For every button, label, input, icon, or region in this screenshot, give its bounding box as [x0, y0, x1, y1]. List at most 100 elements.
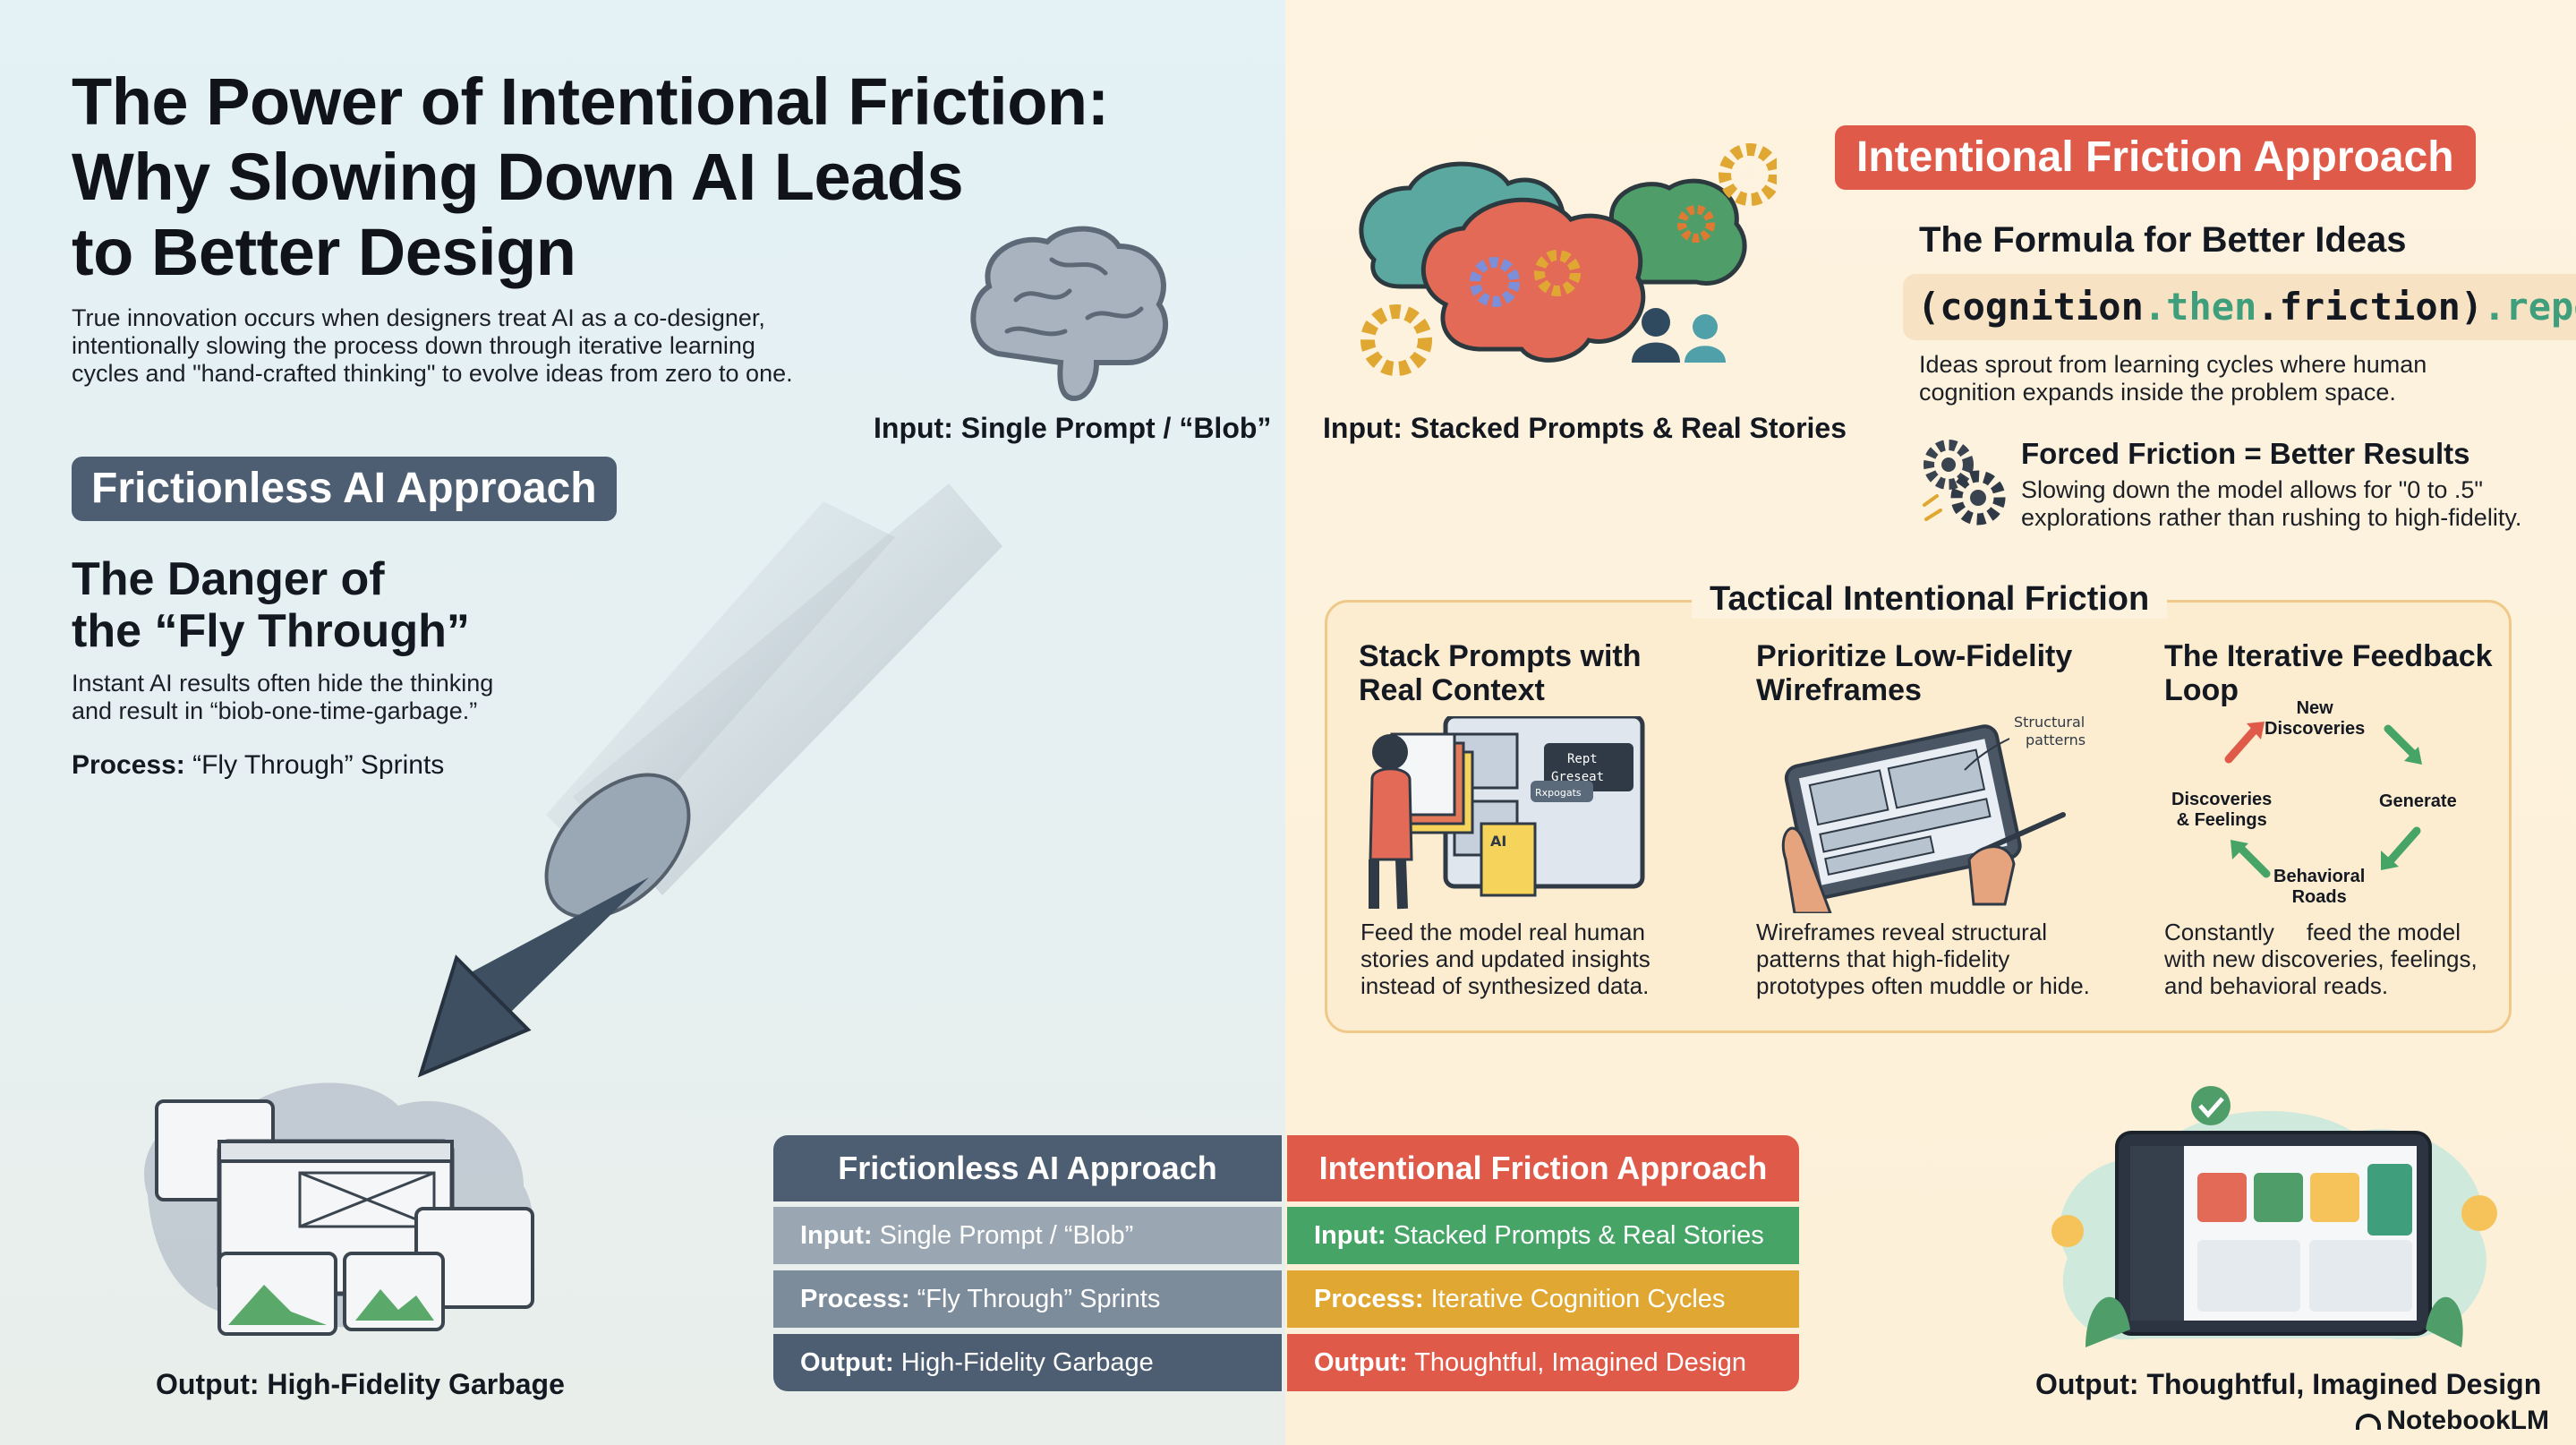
stack-prompts-heading: Stack Prompts with Real Context: [1359, 639, 1735, 707]
feedback-loop-arrows: [2224, 722, 2422, 878]
arrow-head-icon: [2247, 722, 2265, 740]
loop-label-bottom: Behavioral Roads: [2273, 867, 2365, 908]
low-fidelity-description: Wireframes reveal structural patterns th…: [1756, 919, 2150, 999]
table-header-frictionless: Frictionless AI Approach: [773, 1135, 1282, 1201]
intentional-badge: Intentional Friction Approach: [1835, 125, 2476, 190]
formula-description: Ideas sprout from learning cycles where …: [1919, 351, 2492, 406]
stack-prompts-description: Feed the model real human stories and up…: [1361, 919, 1736, 999]
cell-label: Output:: [800, 1348, 894, 1377]
fly-through-arrow-icon: [417, 483, 1002, 1078]
structural-label: Structural: [2014, 714, 2085, 731]
title-line: to Better Design: [72, 215, 576, 289]
feedback-loop-heading: The Iterative Feedback Loop: [2164, 639, 2504, 707]
prompt-art-label: Rept: [1567, 752, 1598, 766]
heading-line: Prioritize Low-Fidelity: [1756, 639, 2073, 673]
loop-line: Roads: [2291, 887, 2347, 907]
heading-line: the “Fly Through”: [72, 605, 470, 657]
process-line: Process: “Fly Through” Sprints: [72, 750, 444, 781]
garbage-wireframes-icon: [144, 1082, 534, 1336]
desc-line: prototypes often muddle or hide.: [1756, 972, 2090, 999]
table-cell-intentional-output: Output: Thoughtful, Imagined Design: [1287, 1334, 1799, 1391]
desc-line: with new discoveries, feelings,: [2164, 945, 2478, 972]
page-title: The Power of Intentional Friction: Why S…: [72, 64, 1217, 290]
forced-friction-description: Slowing down the model allows for "0 to …: [2021, 476, 2522, 532]
frictionless-output-caption: Output: High-Fidelity Garbage: [156, 1368, 565, 1400]
gears-icon: [1923, 440, 2006, 526]
process-label: Process:: [72, 750, 185, 780]
desc-line: patterns that high-fidelity: [1756, 945, 2010, 972]
frictionless-input-caption: Input: Single Prompt / “Blob”: [874, 412, 1272, 444]
desc-line: Slowing down the model allows for "0 to …: [2021, 476, 2483, 503]
prompt-art-label: Rxpogats: [1535, 787, 1582, 799]
desc-line: and result in “biob-one-time-garbage.”: [72, 697, 478, 724]
arrow-head-icon: [2404, 747, 2422, 765]
danger-heading: The Danger of the “Fly Through”: [72, 553, 698, 657]
intro-line: True innovation occurs when designers tr…: [72, 304, 765, 331]
heading-line: The Danger of: [72, 553, 385, 605]
cell-value: Single Prompt / “Blob”: [872, 1221, 1134, 1250]
loop-label-left: Discoveries & Feelings: [2171, 790, 2272, 831]
cell-label: Output:: [1314, 1348, 1408, 1377]
cell-value: Stacked Prompts & Real Stories: [1386, 1221, 1764, 1250]
desc-line: stories and updated insights: [1361, 945, 1651, 972]
structural-label: patterns: [2026, 731, 2086, 748]
title-line: The Power of Intentional Friction:: [72, 64, 1109, 139]
heading-line: Real Context: [1359, 673, 1545, 707]
formula-part: .repeat: [2483, 285, 2576, 329]
prompt-art-label: AI: [1490, 833, 1506, 850]
frictionless-badge: Frictionless AI Approach: [72, 457, 617, 521]
table-cell-frictionless-input: Input: Single Prompt / “Blob”: [773, 1207, 1282, 1264]
table-cell-intentional-process: Process: Iterative Cognition Cycles: [1287, 1270, 1799, 1328]
desc-line: cognition expands inside the problem spa…: [1919, 379, 2396, 406]
loop-line: Discoveries: [2171, 790, 2273, 809]
tablet-wireframe-illustration: Structural patterns: [1781, 714, 2086, 913]
loop-label-top: New Discoveries: [2265, 698, 2365, 740]
formula-code: (cognition.then.friction).repeat: [1903, 274, 2576, 340]
heading-line: Wireframes: [1756, 673, 1922, 707]
comparison-table: Frictionless AI Approach Intentional Fri…: [773, 1135, 1799, 1391]
intentional-input-caption: Input: Stacked Prompts & Real Stories: [1323, 412, 1847, 444]
table-cell-intentional-input: Input: Stacked Prompts & Real Stories: [1287, 1207, 1799, 1264]
table-header-intentional: Intentional Friction Approach: [1287, 1135, 1799, 1201]
thoughtful-design-illustration: [2051, 1086, 2497, 1347]
desc-line: Wireframes reveal structural: [1756, 919, 2048, 945]
stack-prompts-illustration: Rept Greseat Rxpogats AI: [1369, 716, 1645, 910]
forced-friction-title: Forced Friction = Better Results: [2021, 437, 2470, 470]
cell-label: Input:: [800, 1221, 873, 1250]
desc-line: instead of synthesized data.: [1361, 972, 1650, 999]
table-cell-frictionless-output: Output: High-Fidelity Garbage: [773, 1334, 1282, 1391]
intro-line: cycles and "hand-crafted thinking" to ev…: [72, 360, 793, 387]
heading-line: Stack Prompts with: [1359, 639, 1642, 673]
cell-label: Input:: [1314, 1221, 1386, 1250]
colorful-brain-icon: [1359, 143, 1777, 376]
loop-line: Discoveries: [2265, 719, 2366, 739]
formula-part: .then: [2143, 285, 2257, 329]
desc-line: Feed the model real human: [1361, 919, 1645, 945]
desc-line: Constantly feed the model: [2164, 919, 2461, 945]
table-cell-frictionless-process: Process: “Fly Through” Sprints: [773, 1270, 1282, 1328]
title-line: Why Slowing Down AI Leads: [72, 140, 964, 214]
cell-value: “Fly Through” Sprints: [909, 1285, 1161, 1313]
danger-description: Instant AI results often hide the thinki…: [72, 670, 609, 725]
formula-title: The Formula for Better Ideas: [1919, 220, 2407, 260]
arrow-head-icon: [2231, 840, 2248, 859]
feedback-loop-description: Constantly feed the model with new disco…: [2164, 919, 2522, 999]
heading-line: Loop: [2164, 673, 2239, 707]
heading-line: The Iterative Feedback: [2164, 639, 2493, 673]
desc-line: Ideas sprout from learning cycles where …: [1919, 351, 2427, 378]
formula-part: (cognition: [1917, 285, 2144, 329]
intro-line: intentionally slowing the process down t…: [72, 332, 755, 359]
loop-line: & Feelings: [2176, 810, 2267, 830]
intro-text: True innovation occurs when designers tr…: [72, 304, 877, 388]
process-value: “Fly Through” Sprints: [184, 750, 445, 780]
loop-line: New: [2296, 698, 2333, 718]
arrow-head-icon: [2381, 851, 2399, 870]
cell-value: Thoughtful, Imagined Design: [1407, 1348, 1746, 1377]
cell-label: Process:: [1314, 1285, 1424, 1313]
loop-label-right: Generate: [2379, 791, 2457, 811]
tactical-title: Tactical Intentional Friction: [1692, 580, 2168, 619]
brain-icon: [970, 226, 1169, 402]
notebooklm-logo-icon: [2356, 1414, 2382, 1431]
brand-text: NotebookLM: [2386, 1406, 2549, 1435]
intentional-output-caption: Output: Thoughtful, Imagined Design: [2035, 1368, 2542, 1400]
